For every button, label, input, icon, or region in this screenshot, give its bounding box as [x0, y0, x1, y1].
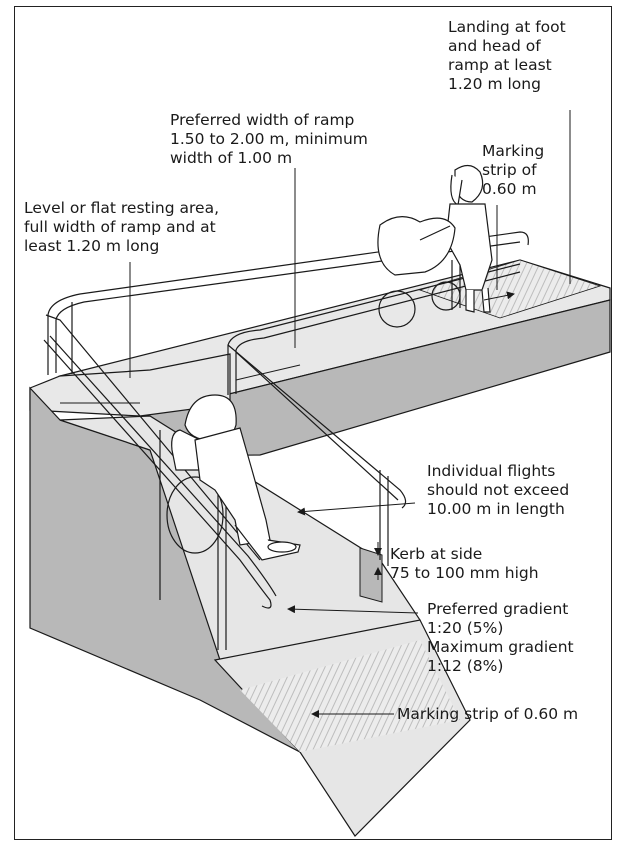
label-preferred-width-line-1: Preferred width of ramp	[170, 111, 355, 129]
label-resting-area: Level or flat resting area, full width o…	[24, 199, 219, 256]
label-landing: Landing at foot and head of ramp at leas…	[448, 18, 566, 94]
label-marking-top-line-3: 0.60 m	[482, 180, 537, 198]
label-kerb: Kerb at side 75 to 100 mm high	[390, 545, 539, 583]
leader-lines	[60, 110, 571, 718]
label-individual-flights: Individual flights should not exceed 10.…	[427, 462, 569, 519]
label-marking-strip-bottom: Marking strip of 0.60 m	[397, 705, 578, 724]
label-marking-bottom-line-1: Marking strip of 0.60 m	[397, 705, 579, 723]
label-gradient: Preferred gradient 1:20 (5%) Maximum gra…	[427, 600, 574, 676]
label-resting-area-line-3: least 1.20 m long	[24, 237, 160, 255]
label-preferred-width-line-2: 1.50 to 2.00 m, minimum	[170, 130, 368, 148]
label-kerb-line-1: Kerb at side	[390, 545, 483, 563]
label-gradient-line-1: Preferred gradient	[427, 600, 569, 618]
label-flights-line-1: Individual flights	[427, 462, 556, 480]
label-resting-area-line-1: Level or flat resting area,	[24, 199, 219, 217]
pedestrian-with-pram-figure	[377, 164, 493, 328]
wheelchair-user-figure	[166, 394, 301, 561]
label-preferred-width-line-3: width of 1.00 m	[170, 149, 293, 167]
label-landing-line-4: 1.20 m long	[448, 75, 541, 93]
label-marking-top-line-1: Marking	[482, 142, 545, 160]
label-flights-line-2: should not exceed	[427, 481, 570, 499]
label-landing-line-1: Landing at foot	[448, 18, 566, 36]
label-kerb-line-2: 75 to 100 mm high	[390, 564, 539, 582]
label-gradient-line-2: 1:20 (5%)	[427, 619, 504, 637]
label-marking-top-line-2: strip of	[482, 161, 537, 179]
label-flights-line-3: 10.00 m in length	[427, 500, 565, 518]
label-resting-area-line-2: full width of ramp and at	[24, 218, 216, 236]
label-gradient-line-3: Maximum gradient	[427, 638, 574, 656]
label-marking-strip-top: Marking strip of 0.60 m	[482, 142, 544, 199]
label-gradient-line-4: 1:12 (8%)	[427, 657, 504, 675]
label-landing-line-2: and head of	[448, 37, 541, 55]
label-landing-line-3: ramp at least	[448, 56, 552, 74]
label-preferred-width: Preferred width of ramp 1.50 to 2.00 m, …	[170, 111, 368, 168]
